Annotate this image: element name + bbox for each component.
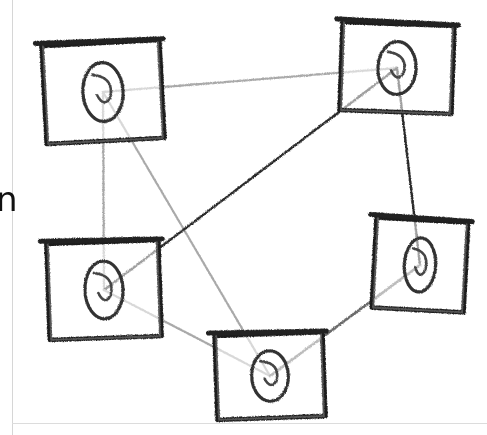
node-circle-glyph [81, 61, 125, 123]
node-box-top-stroke [37, 236, 165, 244]
node-spiral-glyph [258, 359, 279, 387]
frame-left-border [12, 0, 13, 435]
node-spiral-glyph [386, 50, 406, 79]
node-box-top-stroke [32, 36, 166, 46]
node-circle-glyph [250, 349, 290, 403]
node-circle-glyph [402, 236, 438, 294]
node-spiral-glyph [92, 271, 113, 302]
node-bottom-center [205, 328, 329, 423]
node-box-top-stroke [334, 16, 462, 28]
node-circle-glyph [376, 40, 418, 96]
node-spiral-glyph [411, 247, 428, 276]
node-top-left [32, 36, 167, 147]
cropped-edge-letter: n [0, 180, 18, 220]
node-spiral-glyph [90, 73, 113, 104]
frame-bottom-border [12, 423, 487, 424]
node-top-right [334, 16, 462, 117]
node-middle-left [37, 236, 165, 343]
node-box-top-stroke [368, 211, 475, 225]
nodes-layer [32, 16, 475, 423]
node-middle-right [368, 211, 475, 315]
node-circle-glyph [83, 259, 125, 321]
node-box-top-stroke [205, 328, 329, 336]
